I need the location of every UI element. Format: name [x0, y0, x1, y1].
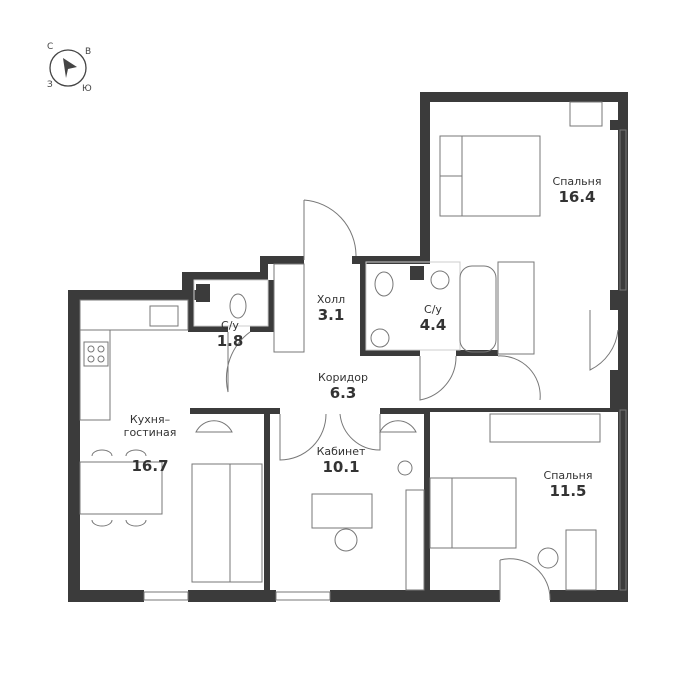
stove-icon	[83, 341, 109, 367]
desk	[569, 101, 603, 127]
window	[619, 129, 627, 291]
sofa	[191, 463, 263, 583]
room-name: Коридор	[318, 371, 368, 384]
room-study: Кабинет 10.1	[316, 445, 366, 476]
toilet-icon	[374, 271, 394, 297]
room-name: Спальня	[552, 175, 602, 188]
room-wc-1: С/у 1.8	[216, 319, 244, 350]
room-name: С/у	[221, 319, 239, 332]
compass-s: Ю	[82, 84, 92, 94]
desk	[311, 493, 373, 529]
room-area: 16.7	[131, 457, 169, 476]
compass-e: В	[85, 47, 92, 57]
door-hall	[303, 199, 357, 260]
bathtub-icon	[459, 265, 497, 353]
chair	[537, 547, 559, 569]
room-area: 1.8	[216, 331, 244, 350]
washbasin-icon	[430, 270, 450, 290]
compass-arrow-icon	[63, 58, 77, 78]
window	[619, 409, 627, 591]
room-hall: Холл 3.1	[316, 293, 346, 324]
kitchen-counter	[79, 299, 189, 331]
door-study2	[339, 413, 381, 451]
room-name: Кухня– гостиная	[123, 413, 177, 440]
shelf	[405, 489, 425, 591]
room-name: Кабинет	[316, 445, 366, 458]
walls	[68, 92, 628, 602]
chair	[334, 528, 358, 552]
room-name: Спальня	[543, 469, 593, 482]
toilet-icon	[229, 293, 247, 319]
door-bedroom2	[497, 355, 541, 401]
wardrobe	[489, 413, 601, 443]
door-study	[279, 413, 327, 461]
room-wc-2: С/у 4.4	[419, 303, 447, 334]
room-bedroom-1: Спальня 16.4	[552, 175, 602, 206]
armchair	[379, 420, 417, 433]
room-kitchen-living: Кухня– гостиная 16.7	[124, 396, 177, 494]
door-wc2	[419, 355, 457, 401]
room-bedroom-2: Спальня 11.5	[543, 469, 593, 500]
wardrobe	[497, 261, 535, 355]
room-name: Холл	[316, 293, 346, 306]
door-wc1	[225, 331, 251, 393]
room-area: 4.4	[419, 315, 447, 334]
room-area: 6.3	[329, 383, 357, 402]
compass-w: З	[47, 80, 53, 90]
window	[143, 591, 189, 601]
sink-icon	[149, 305, 179, 327]
room-name: С/у	[424, 303, 442, 316]
room-area: 10.1	[322, 457, 360, 476]
room-corridor: Коридор 6.3	[318, 371, 368, 402]
window	[275, 591, 331, 601]
door-bedroom2b	[499, 558, 551, 601]
dining-table	[79, 461, 163, 515]
compass-icon	[49, 49, 87, 87]
room-area: 16.4	[558, 187, 596, 206]
door-bedroom1	[589, 310, 619, 371]
room-area: 11.5	[549, 481, 587, 500]
compass-n: С	[47, 42, 54, 52]
armchair	[195, 420, 233, 433]
washing-machine-icon	[370, 328, 390, 348]
wardrobe	[273, 263, 305, 353]
room-area: 3.1	[317, 305, 345, 324]
kitchen-counter-side	[79, 329, 111, 421]
desk	[565, 529, 597, 591]
bed	[429, 477, 517, 549]
lamp	[397, 460, 413, 476]
